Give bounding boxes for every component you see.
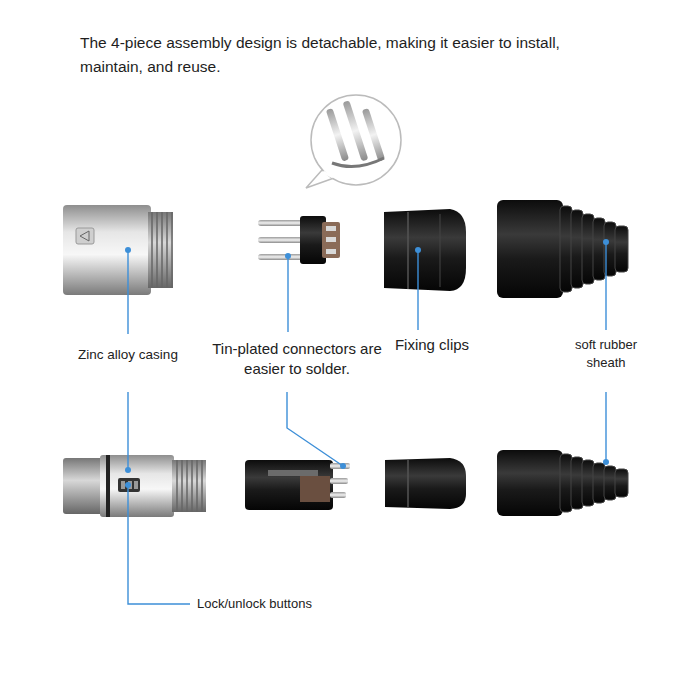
rubber-sheath [593,463,605,503]
socket-insert [245,460,333,510]
rubber-sheath [593,218,605,280]
part-label: Lock/unlock buttons [197,595,377,613]
fixing-clip [407,460,409,507]
male-casing [161,212,163,288]
leader-lines [127,392,128,470]
part-label: soft rubber sheath [558,336,654,371]
leader-lines [417,250,418,330]
fixing-clip [407,212,409,289]
rubber-sheath [497,450,628,516]
leader-lines [287,392,343,466]
magnifier-bubble [311,95,401,185]
leader-dots [125,239,609,488]
leader-dots [415,247,421,253]
female-casing [196,460,198,512]
pin-insert [322,222,340,258]
leader-lines [128,485,190,604]
socket-insert [245,460,350,510]
fixing-clip [385,458,466,509]
leader-dots [340,463,346,469]
female-casing [106,455,110,517]
leader-lines [128,242,606,604]
part-label: Fixing clips [372,335,492,355]
fixing-clip [440,214,441,287]
part-label: Tin-plated connectors are easier to sold… [204,339,390,380]
leader-lines [605,392,606,462]
leader-dots [125,467,131,473]
male-casing [156,212,158,288]
female-casing [121,481,125,489]
rubber-sheath [560,206,572,292]
magnifier-bubble [362,108,385,162]
pin-insert [258,216,340,264]
female-casing [134,481,138,489]
pin-insert [258,237,306,243]
pin-insert [326,249,336,254]
leader-lines [605,242,606,330]
leader-lines [287,256,288,332]
rubber-sheath [615,469,628,497]
magnifier-bubble [323,172,333,177]
rubber-sheath [497,450,563,516]
leader-dots [603,459,609,465]
fixing-clip [384,209,466,291]
male-casing [76,228,94,244]
male-casing [171,212,173,288]
rubber-sheath [571,457,583,509]
female-casing [63,455,206,517]
socket-insert [330,478,348,484]
pin-insert [258,254,306,260]
male-casing [152,212,172,288]
leader-dots [125,482,131,488]
rubber-sheath [497,200,563,298]
socket-insert [300,476,330,502]
pin-insert [326,226,336,231]
leader-dots [603,239,609,245]
rubber-sheath [582,214,594,284]
female-casing [172,460,206,512]
rubber-sheath [571,210,583,288]
fixing-clip [385,458,466,509]
pin-insert [326,237,336,242]
rubber-sheath [604,466,616,500]
leader-dots [285,253,291,259]
male-casing [63,205,151,295]
socket-insert [330,492,346,498]
leader-dots [125,247,131,253]
rubber-sheath [582,460,594,506]
female-casing [186,460,188,512]
female-casing [177,460,202,512]
heading: The 4-piece assembly design is detachabl… [80,31,560,79]
leader-lines [127,250,128,334]
magnifier-bubble [326,108,349,162]
pin-insert [258,220,306,226]
female-casing [118,478,140,492]
female-casing [191,460,193,512]
female-casing [63,458,103,514]
part-label: Zinc alloy casing [58,346,198,364]
male-casing [166,212,168,288]
male-casing [80,231,89,241]
male-casing [63,205,173,295]
rubber-sheath [560,454,572,512]
female-casing [201,460,203,512]
female-casing [176,460,178,512]
magnifier-bubble [332,158,384,167]
male-casing [148,212,173,288]
female-casing [100,455,174,517]
fixing-clip [384,209,466,291]
magnifier-bubble [306,95,401,188]
rubber-sheath [497,200,628,298]
male-casing [151,212,153,288]
rubber-sheath [615,226,628,272]
female-casing [181,460,183,512]
socket-insert [268,470,318,476]
